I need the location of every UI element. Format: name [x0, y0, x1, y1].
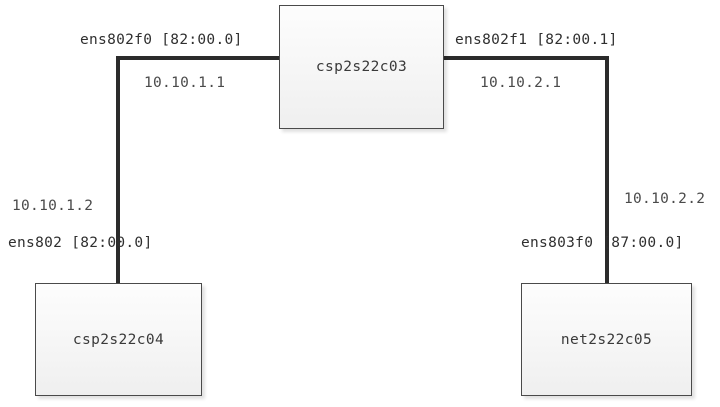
link-line-csp2s22c03-to-net2s22c05-vertical — [605, 56, 609, 285]
ip-label-10-10-1-2: 10.10.1.2 — [12, 198, 94, 214]
link-line-csp2s22c03-to-csp2s22c04-vertical — [116, 56, 120, 285]
node-net2s22c05: net2s22c05 — [521, 283, 692, 396]
node-csp2s22c04-label: csp2s22c04 — [72, 331, 165, 348]
node-net2s22c05-label: net2s22c05 — [560, 331, 653, 348]
node-csp2s22c03-label: csp2s22c03 — [315, 59, 408, 75]
link-line-csp2s22c03-to-csp2s22c04-horizontal — [116, 56, 282, 60]
link-line-csp2s22c03-to-net2s22c05-horizontal — [441, 56, 609, 60]
node-csp2s22c03: csp2s22c03 — [279, 5, 444, 129]
node-csp2s22c04: csp2s22c04 — [35, 283, 202, 396]
interface-label-ens802f1: ens802f1 [82:00.1] — [455, 32, 618, 48]
ip-label-10-10-1-1: 10.10.1.1 — [144, 75, 226, 91]
interface-label-ens802: ens802 [82:00.0] — [8, 235, 153, 251]
ip-label-10-10-2-1: 10.10.2.1 — [480, 75, 562, 91]
ip-label-10-10-2-2: 10.10.2.2 — [624, 191, 706, 207]
interface-label-ens803f0: ens803f0 [87:00.0] — [521, 235, 684, 251]
interface-label-ens802f0: ens802f0 [82:00.0] — [80, 32, 243, 48]
